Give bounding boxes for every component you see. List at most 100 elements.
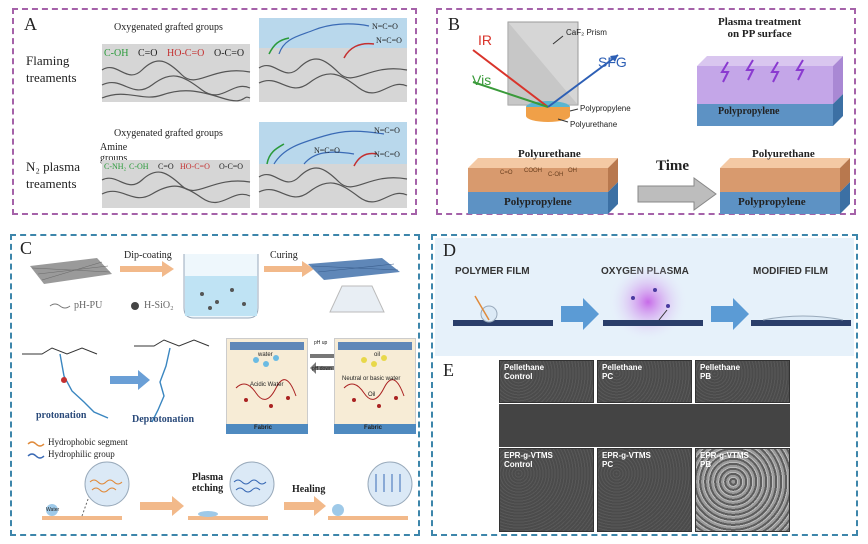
oil-label: oil xyxy=(374,352,381,358)
group-co: C=O xyxy=(500,170,513,176)
flaming-label: Flaming treaments xyxy=(26,53,77,85)
chem-co-top: C=O xyxy=(138,48,158,59)
acidic-water-diagram xyxy=(230,342,304,408)
ph-up-label: pH up xyxy=(314,340,328,346)
protonation-label: protonation xyxy=(36,410,87,421)
panel-a: A Flaming treaments N₂ plasma treaments … xyxy=(12,8,417,215)
n2-grafted-chains xyxy=(258,130,408,203)
sem-pellethane-pb: Pellethane PB xyxy=(695,360,790,403)
sem-epr-pb: EPR-g-VTMS PB xyxy=(695,448,790,532)
sem-pellethane-pc: Pellethane PC xyxy=(597,360,692,403)
plasma-treatment-title: Plasma treatment on PP surface xyxy=(718,16,802,40)
dip-coating-label: Dip-coating xyxy=(124,250,172,261)
modified-film-label: MODIFIED FILM xyxy=(753,266,828,277)
panel-b-letter: B xyxy=(448,14,461,34)
plasma-healing-process xyxy=(42,461,413,520)
ph-pu-icon xyxy=(49,303,71,309)
group-cooh: COOH xyxy=(524,168,542,174)
sem-epr-pc: EPR-g-VTMS PC xyxy=(597,448,692,532)
amine-groups-label: Amine groups xyxy=(100,142,128,164)
ph-responsive-molecules xyxy=(22,339,210,423)
ph-pu-label: pH-PU xyxy=(74,300,103,311)
hsio2-label: H-SiO₂ xyxy=(144,300,174,311)
hydrophilic-legend: Hydrophilic group xyxy=(48,449,115,459)
plasma-pp-label: Polypropylene xyxy=(718,106,780,117)
sem-tile-label: EPR-g-VTMS PB xyxy=(700,451,749,469)
chem-cnh2: C-NH₂ xyxy=(104,162,127,171)
hydrophobic-legend: Hydrophobic segment xyxy=(48,437,128,447)
pu-pp-after-block xyxy=(720,158,850,214)
sem-tile-label: Pellethane Control xyxy=(504,363,545,381)
pu-before-label: Polyurethane xyxy=(518,148,581,160)
sem-tile-label: Pellethane PB xyxy=(700,363,741,381)
curing-label: Curing xyxy=(270,250,298,261)
sem-pellethane-control: Pellethane Control xyxy=(499,360,594,403)
neutral-water-label: Neutral or basic water xyxy=(342,376,401,382)
pp-before-label: Polypropylene xyxy=(504,196,572,208)
sem-row-filler xyxy=(499,404,790,447)
neutral-water-diagram xyxy=(338,342,412,408)
fabric-bar-left xyxy=(226,424,308,434)
chem-coh-top: C-OH xyxy=(104,48,129,59)
time-arrow xyxy=(637,177,717,211)
flaming-treated-surface xyxy=(259,48,407,102)
group-oh: OH xyxy=(568,168,577,174)
nco-bottom-3: N=C=O xyxy=(374,150,400,159)
nco-top-2: N=C=O xyxy=(376,36,402,45)
plasma-etching-label: Plasma etching xyxy=(192,472,224,494)
chem-coh-bottom: C-OH xyxy=(129,162,149,171)
dip-coating-process xyxy=(30,254,400,319)
deprotonation-label: Deprotonation xyxy=(132,414,195,425)
ph-down-label: pH down xyxy=(312,366,332,372)
polypropylene-small-label: Polypropylene xyxy=(580,104,631,113)
nco-bottom-1: N=C=O xyxy=(374,126,400,135)
sem-epr-control: EPR-g-VTMS Control xyxy=(499,448,594,532)
flaming-polymer-chains xyxy=(101,60,251,102)
sem-tile-label: EPR-g-VTMS PC xyxy=(602,451,651,469)
panel-e-letter: E xyxy=(443,360,454,380)
panel-d-letter: D xyxy=(443,240,456,260)
chem-co-bottom: C=O xyxy=(158,162,174,171)
hsio2-icon xyxy=(131,302,139,310)
flaming-grafted-chains xyxy=(258,23,408,94)
sfg-setup-diagram xyxy=(472,21,619,123)
neutral-water-box xyxy=(334,338,416,434)
sem-tile-label: Pellethane PC xyxy=(602,363,643,381)
ph-switch-arrows xyxy=(310,350,340,374)
polymer-film-label: POLYMER FILM xyxy=(455,266,530,277)
sfg-label: SFG xyxy=(598,54,627,70)
panel-c: C Dip-coating Curing pH-PU H-SiO₂ proton… xyxy=(10,234,420,536)
time-label: Time xyxy=(656,158,690,174)
fabric-bar-right xyxy=(334,424,416,434)
prism-label: CaF₂ Prism xyxy=(566,28,607,37)
fabric-label-left: Fabric xyxy=(254,425,273,431)
group-coh: C-OH xyxy=(548,172,564,178)
pu-after-label: Polyurethane xyxy=(752,148,815,160)
pu-pp-before-block xyxy=(468,158,618,214)
nco-bottom-2: N=C=O xyxy=(314,146,340,155)
acidic-water-label: Acidic Water xyxy=(250,382,284,388)
panel-d: D POLYMER FILM OXYGEN PLASMA MODIFIED FI… xyxy=(431,234,858,536)
chem-oco-bottom: O-C=O xyxy=(219,162,244,171)
oil-inner-label: Oil xyxy=(368,392,376,398)
panel-a-letter: A xyxy=(24,14,37,34)
chem-hoco-top: HO-C=O xyxy=(167,48,205,59)
healing-label: Healing xyxy=(292,484,326,495)
water-label: water xyxy=(258,352,273,358)
nco-top-1: N=C=O xyxy=(372,22,398,31)
n2-pu-layer xyxy=(259,122,407,164)
pp-after-label: Polypropylene xyxy=(738,196,806,208)
panel-c-letter: C xyxy=(20,238,33,258)
chem-oco-top: O-C=O xyxy=(214,48,245,59)
fabric-label-right: Fabric xyxy=(364,425,383,431)
water-drop-label: Water xyxy=(46,507,60,513)
plasma-modification-diagram xyxy=(453,262,851,342)
chem-hoco-bottom: HO-C=O xyxy=(180,162,210,171)
plasma-treatment-block xyxy=(697,56,843,126)
sem-tile-label: EPR-g-VTMS Control xyxy=(504,451,553,469)
grafted-groups-bottom-label: Oxygenated grafted groups xyxy=(114,128,223,139)
polyurethane-small-label: Polyurethane xyxy=(570,120,618,129)
legend-icons xyxy=(27,441,45,459)
vis-label: Vis xyxy=(472,72,492,88)
panel-b: B IR Vis SFG CaF₂ Prism Polypropylene Po… xyxy=(436,8,856,215)
